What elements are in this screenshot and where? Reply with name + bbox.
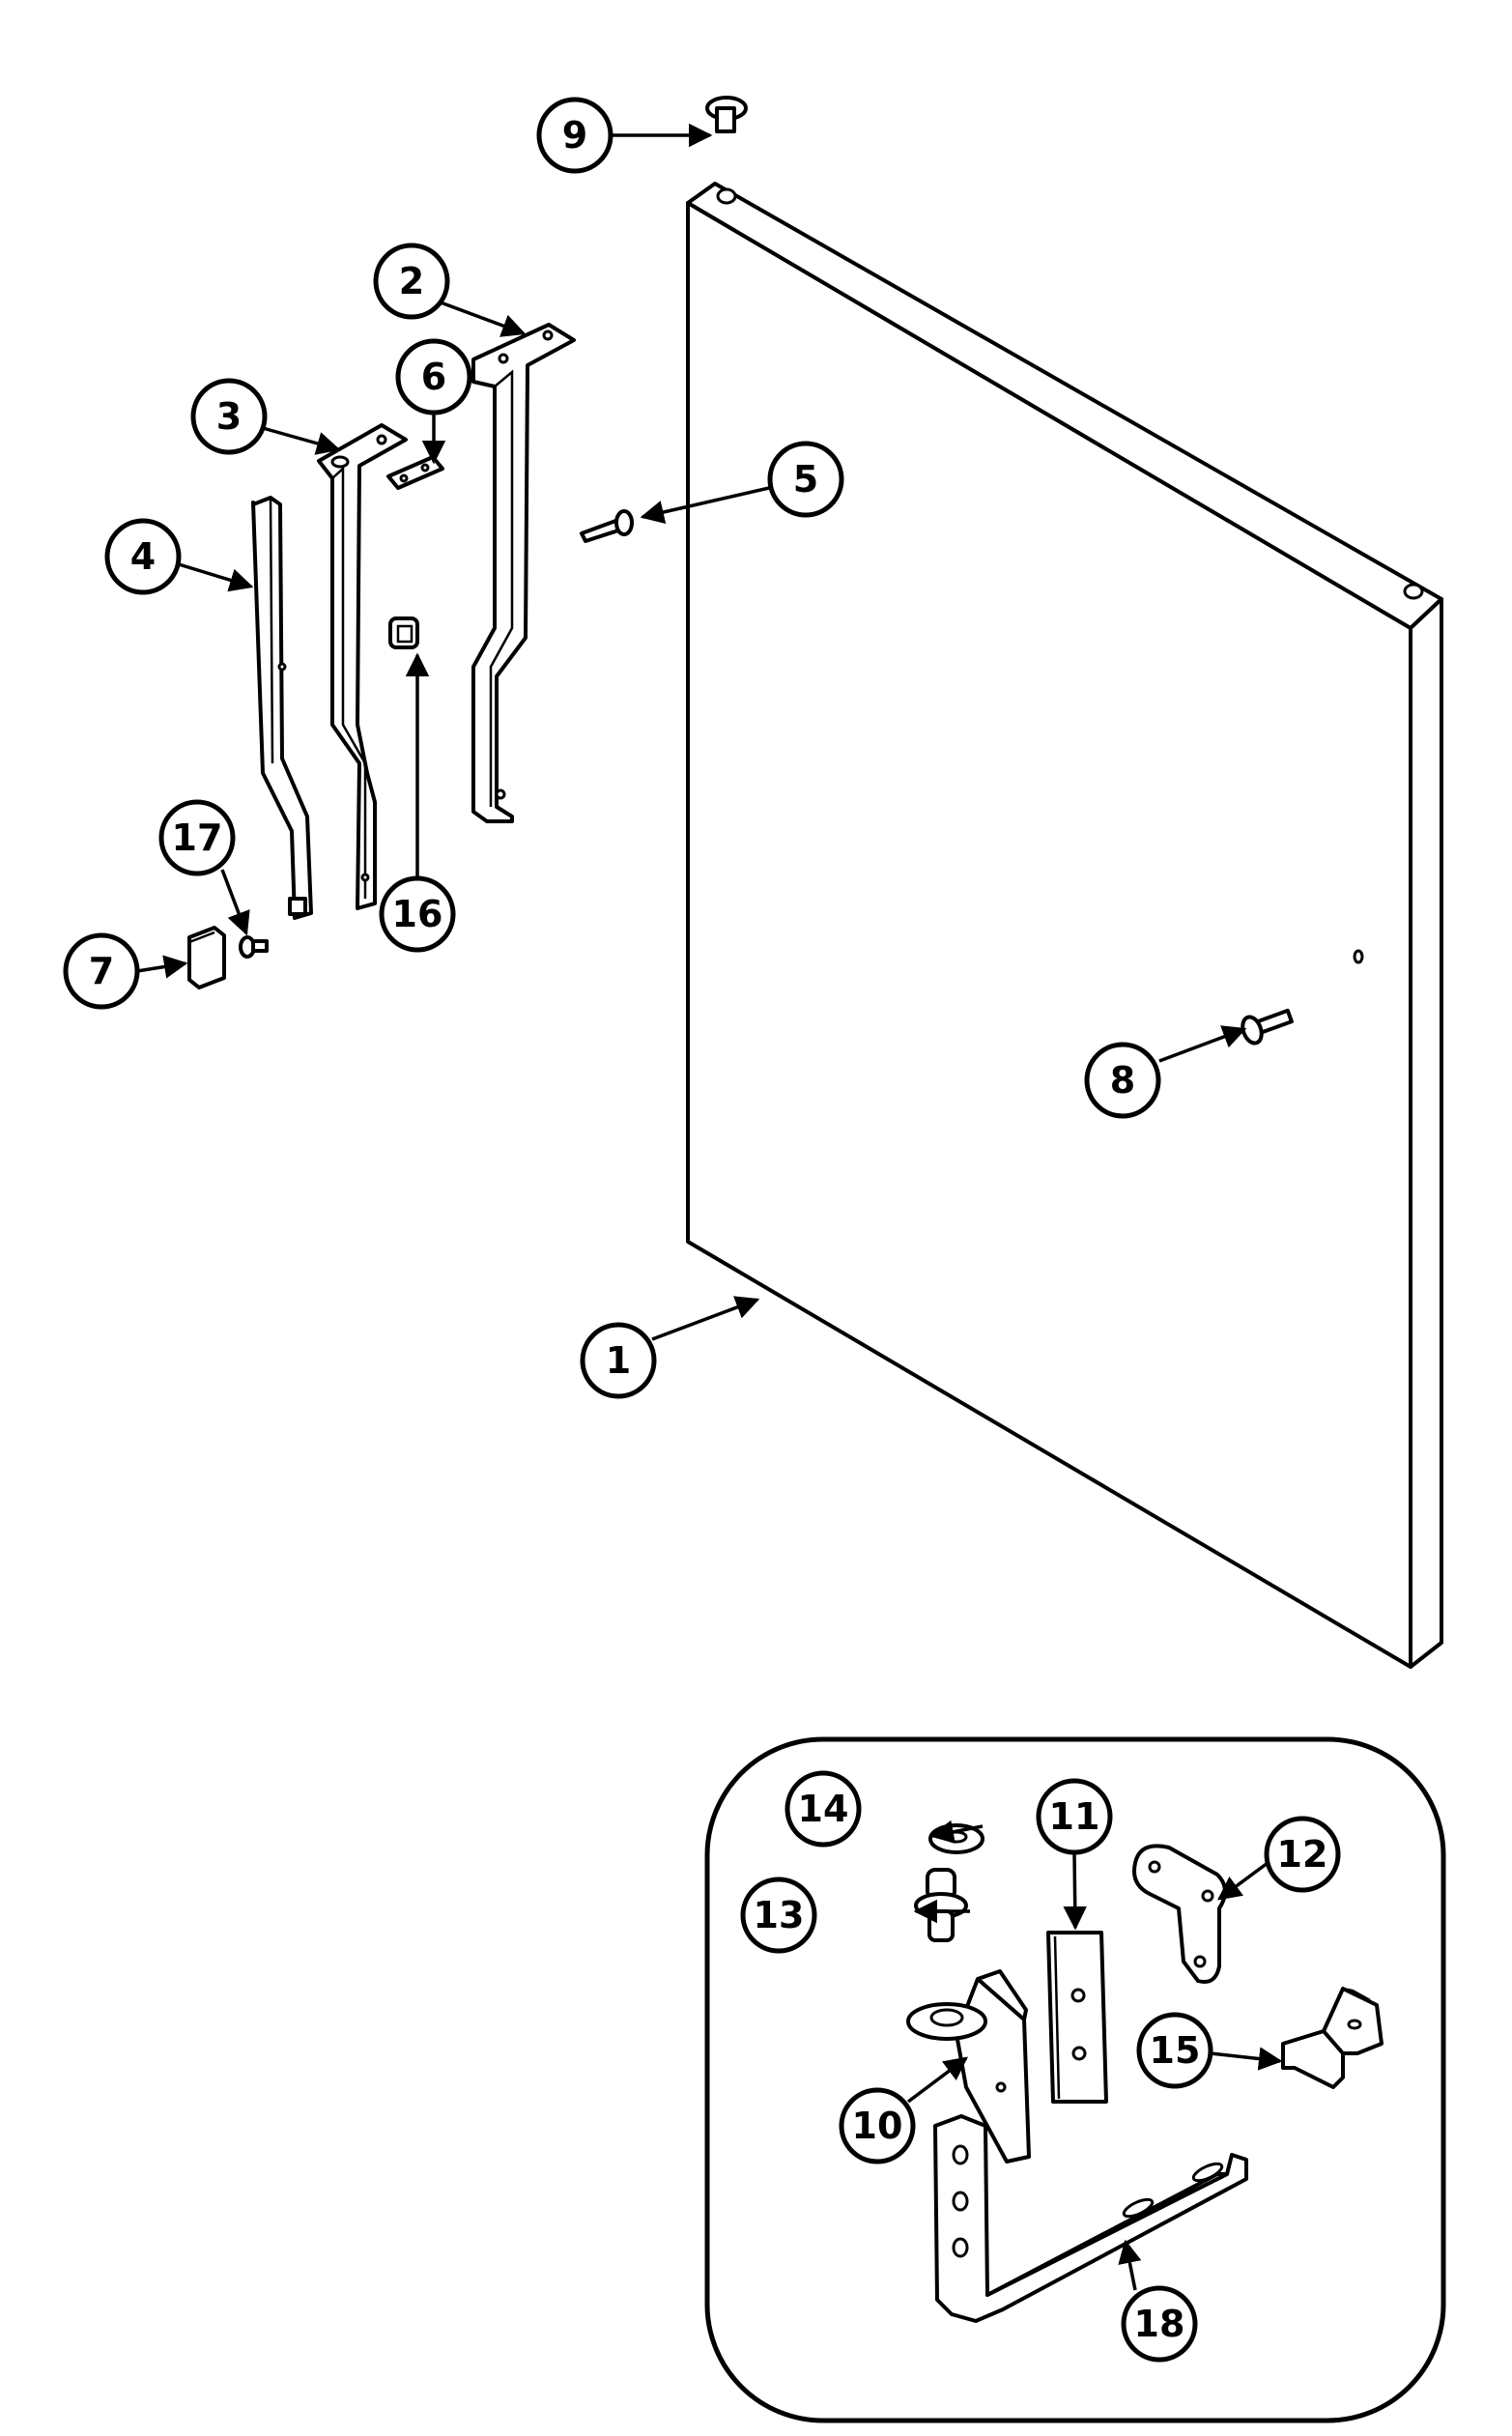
svg-text:4: 4 [130, 535, 156, 578]
svg-text:3: 3 [216, 395, 242, 438]
leader-lines [136, 123, 1283, 2291]
svg-text:13: 13 [754, 1894, 805, 1936]
bracket-18 [933, 2114, 1248, 2323]
svg-text:9: 9 [562, 114, 587, 157]
top-plug [705, 96, 748, 133]
pin-13 [914, 1868, 968, 1942]
clip-16 [388, 616, 419, 649]
callout-16: 16 [379, 875, 456, 953]
callout-10: 10 [839, 2087, 916, 2164]
screw-5 [580, 509, 634, 543]
callout-4: 4 [104, 518, 182, 595]
svg-text:15: 15 [1150, 2029, 1201, 2072]
callout-7: 7 [63, 932, 140, 1010]
svg-text:8: 8 [1110, 1059, 1135, 1102]
callout-3: 3 [190, 378, 268, 455]
bracket-15 [1281, 1987, 1384, 2089]
callout-13: 13 [740, 1877, 817, 1954]
screw-17 [239, 935, 269, 959]
handle-bracket-2 [471, 323, 576, 823]
svg-text:17: 17 [172, 817, 223, 859]
callout-14: 14 [785, 1770, 862, 1848]
callout-8: 8 [1084, 1042, 1161, 1119]
callout-11: 11 [1036, 1778, 1113, 1855]
svg-text:11: 11 [1049, 1795, 1100, 1838]
svg-text:12: 12 [1277, 1833, 1328, 1876]
svg-text:1: 1 [606, 1339, 631, 1382]
callout-1: 1 [580, 1322, 657, 1399]
door-panel [686, 182, 1443, 1669]
svg-text:18: 18 [1134, 2303, 1185, 2345]
callout-18: 18 [1121, 2285, 1198, 2363]
inset-frame [704, 1736, 1446, 2423]
plate-12 [1132, 1844, 1227, 1984]
hinge-10 [906, 1969, 1031, 2164]
plate-6 [386, 455, 444, 490]
handle-bracket-3 [317, 423, 408, 910]
svg-text:7: 7 [89, 950, 114, 992]
callout-15: 15 [1136, 2012, 1213, 2089]
shim-11 [1046, 1931, 1108, 2104]
handle-trim-4 [251, 496, 313, 920]
callout-17: 17 [158, 799, 236, 876]
svg-text:5: 5 [793, 458, 818, 501]
callout-2: 2 [373, 243, 450, 320]
callout-6: 6 [395, 338, 472, 416]
callout-12: 12 [1264, 1816, 1341, 1893]
callout-9: 9 [536, 97, 613, 174]
svg-text:2: 2 [399, 260, 424, 302]
svg-text:6: 6 [421, 356, 446, 398]
svg-text:10: 10 [852, 2105, 903, 2147]
svg-text:16: 16 [392, 893, 443, 935]
callout-5: 5 [767, 441, 844, 518]
end-cap-7 [187, 926, 226, 989]
svg-text:14: 14 [798, 1788, 849, 1830]
